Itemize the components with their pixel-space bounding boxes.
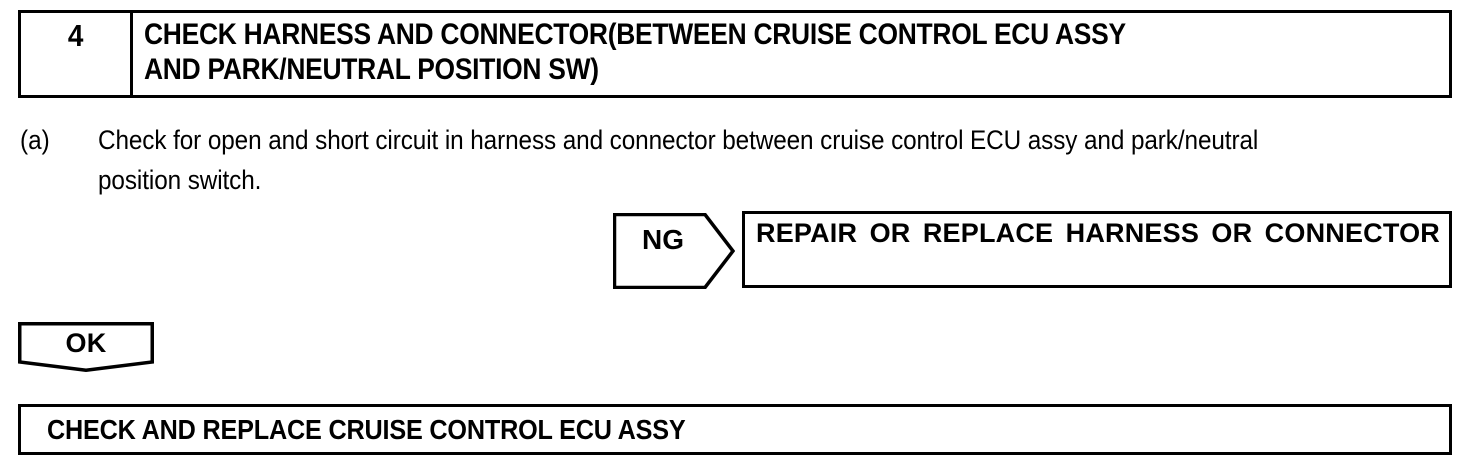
step-number: 4	[67, 18, 84, 53]
step-title-line-2: AND PARK/NEUTRAL POSITION SW)	[144, 53, 599, 86]
ng-result-box: REPAIR OR REPLACE HARNESS OR CONNECTOR	[742, 211, 1452, 288]
ng-result-text: REPAIR OR REPLACE HARNESS OR CONNECTOR	[756, 218, 1440, 248]
procedure-text: Check for open and short circuit in harn…	[98, 125, 1259, 195]
ok-arrow-icon	[18, 322, 154, 372]
step-number-cell: 4	[21, 13, 133, 95]
step-title-cell: CHECK HARNESS AND CONNECTOR(BETWEEN CRUI…	[133, 13, 1449, 95]
ok-label: OK	[65, 327, 107, 358]
step-title-line-1: CHECK HARNESS AND CONNECTOR(BETWEEN CRUI…	[144, 18, 1126, 51]
procedure-marker: (a)	[20, 125, 50, 155]
final-result-box: CHECK AND REPLACE CRUISE CONTROL ECU ASS…	[18, 404, 1452, 455]
final-result-text: CHECK AND REPLACE CRUISE CONTROL ECU ASS…	[47, 413, 686, 445]
ng-arrow-icon	[613, 213, 735, 289]
procedure-item: (a) Check for open and short circuit in …	[20, 120, 1460, 200]
step-header-box: 4 CHECK HARNESS AND CONNECTOR(BETWEEN CR…	[18, 10, 1452, 98]
ng-label: NG	[642, 224, 684, 255]
